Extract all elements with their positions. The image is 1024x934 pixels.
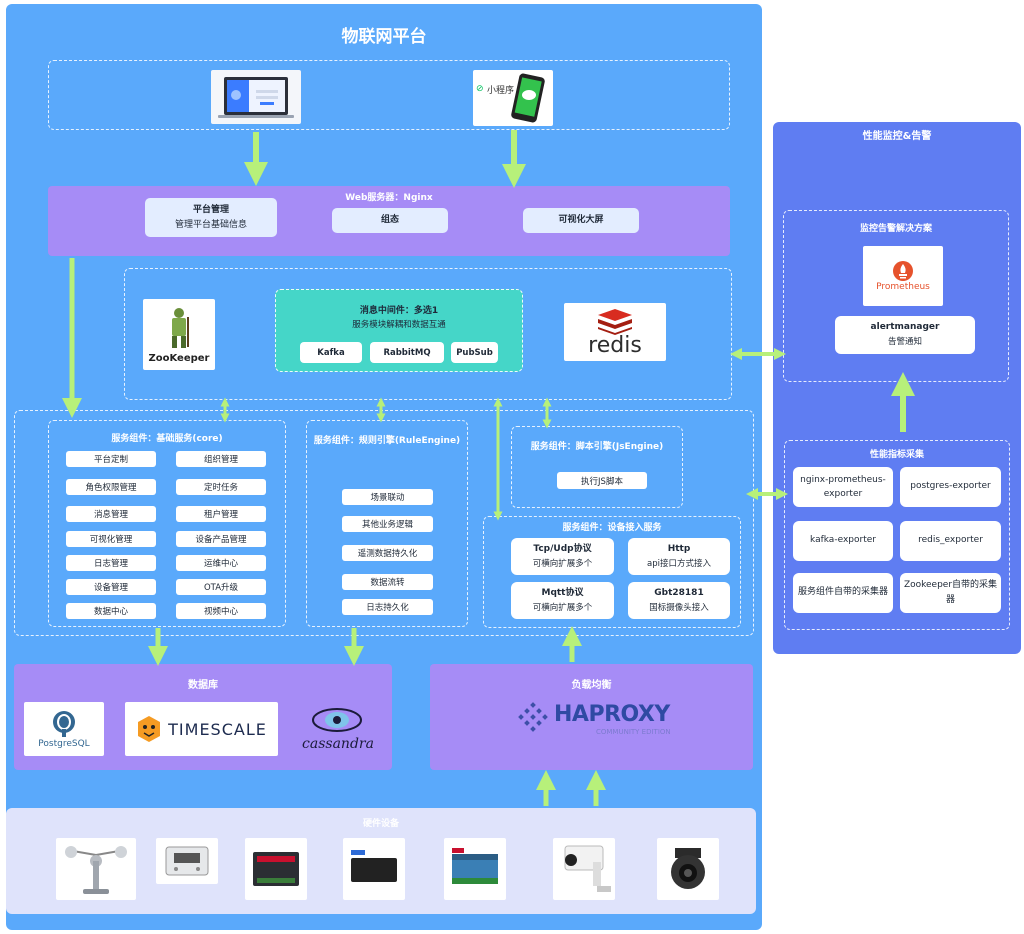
tcp-udp-sub: 可横向扩展多个 (532, 558, 593, 569)
core-item[interactable]: 日志管理 (66, 555, 156, 571)
metrics-title: 性能指标采集 (869, 450, 924, 460)
run-js-item[interactable]: 执行JS脚本 (557, 472, 647, 489)
core-item[interactable]: 消息管理 (66, 506, 156, 522)
redis-label: redis (588, 333, 642, 358)
core-item[interactable]: 运维中心 (176, 555, 266, 571)
metrics-box (784, 440, 1010, 630)
cassandra-label: cassandra (302, 736, 374, 752)
rule-item[interactable]: 日志持久化 (342, 599, 433, 615)
web-admin-screenshot (211, 70, 301, 124)
miniapp-label: 小程序 (487, 86, 515, 96)
script-title: 服务组件：脚本引擎(JsEngine) (530, 442, 664, 452)
core-item[interactable]: 视频中心 (176, 603, 266, 619)
core-service-box (48, 420, 286, 627)
exporter-card[interactable]: redis_exporter (900, 521, 1001, 561)
gbt28181-title: Gbt28181 (654, 587, 704, 598)
web-server-title: Web服务器：Nginx (345, 193, 433, 203)
cassandra-logo: cassandra (296, 700, 378, 760)
alertmanager-sub: 告警通知 (887, 337, 922, 348)
mqtt-card[interactable]: Mqtt协议 可横向扩展多个 (511, 582, 614, 619)
rule-item[interactable]: 数据流转 (342, 574, 433, 590)
miniapp-icon: ⊘ (476, 84, 484, 94)
core-item[interactable]: 角色权限管理 (66, 479, 156, 495)
core-item[interactable]: 设备管理 (66, 579, 156, 595)
tcp-udp-title: Tcp/Udp协议 (533, 543, 592, 554)
alertmanager-title: alertmanager (870, 322, 940, 333)
mqtt-sub: 可横向扩展多个 (532, 602, 593, 613)
database-title: 数据库 (188, 680, 218, 691)
clients-group (48, 60, 730, 130)
rabbitmq-option[interactable]: RabbitMQ (370, 342, 444, 363)
controller-box-image (343, 838, 405, 900)
http-card[interactable]: Http api接口方式接入 (628, 538, 730, 575)
exporter-card[interactable]: nginx-prometheus-exporter (793, 467, 893, 507)
miniapp-screenshot: ⊘ 小程序 (473, 70, 553, 126)
core-item[interactable]: 租户管理 (176, 506, 266, 522)
timescale-logo: TIMESCALE (125, 702, 278, 756)
platform-mgmt-title: 平台管理 (192, 205, 229, 216)
script-engine-box (511, 426, 683, 508)
gbt28181-card[interactable]: Gbt28181 国标摄像头接入 (628, 582, 730, 619)
zutai-box[interactable]: 组态 (332, 208, 448, 233)
solution-title: 监控告警解决方案 (859, 224, 932, 234)
hardware-title: 硬件设备 (362, 819, 399, 829)
kafka-option[interactable]: Kafka (300, 342, 362, 363)
postgresql-label: PostgreSQL (38, 739, 90, 749)
tcp-udp-card[interactable]: Tcp/Udp协议 可横向扩展多个 (511, 538, 614, 575)
core-title: 服务组件：基础服务(core) (111, 434, 223, 444)
prometheus-logo: Prometheus (863, 246, 943, 306)
middleware-group (124, 268, 732, 400)
core-item[interactable]: 定时任务 (176, 479, 266, 495)
zookeeper-logo: ZooKeeper (143, 299, 215, 370)
gateway-image (245, 838, 307, 900)
postgresql-logo: PostgreSQL (24, 702, 104, 756)
prometheus-label: Prometheus (876, 282, 930, 292)
http-sub: api接口方式接入 (647, 558, 711, 569)
haproxy-logo: HAPROXY COMMUNITY EDITION (516, 700, 676, 740)
exporter-card[interactable]: kafka-exporter (793, 521, 893, 561)
sensor-image (156, 838, 218, 884)
rule-item[interactable]: 场景联动 (342, 489, 433, 505)
platform-mgmt-sub: 管理平台基础信息 (174, 219, 247, 230)
haproxy-sub: COMMUNITY EDITION (596, 728, 671, 736)
anemometer-image (56, 838, 136, 900)
core-item[interactable]: 设备产品管理 (176, 531, 266, 547)
bigscreen-box[interactable]: 可视化大屏 (523, 208, 639, 233)
zookeeper-label: ZooKeeper (148, 353, 210, 364)
core-item[interactable]: 可视化管理 (66, 531, 156, 547)
pubsub-option[interactable]: PubSub (451, 342, 498, 363)
alertmanager-box[interactable]: alertmanager 告警通知 (835, 316, 975, 354)
timescale-label: TIMESCALE (168, 719, 267, 739)
device-access-box (483, 516, 741, 628)
core-item[interactable]: 组织管理 (176, 451, 266, 467)
core-item[interactable]: OTA升级 (176, 579, 266, 595)
middleware-title: 消息中间件：多选1 (359, 306, 439, 316)
bullet-camera-image (553, 838, 615, 900)
rule-item[interactable]: 遥测数据持久化 (342, 545, 433, 561)
rule-title: 服务组件：规则引擎(RuleEngine) (313, 436, 461, 446)
haproxy-label: HAPROXY (554, 702, 670, 727)
platform-mgmt-box[interactable]: 平台管理 管理平台基础信息 (145, 198, 277, 237)
http-title: Http (667, 543, 691, 554)
io-module-image (444, 838, 506, 900)
redis-logo: redis (564, 303, 666, 361)
core-item[interactable]: 数据中心 (66, 603, 156, 619)
dome-camera-image (657, 838, 719, 900)
access-title: 服务组件：设备接入服务 (562, 523, 662, 533)
mqtt-title: Mqtt协议 (541, 587, 584, 598)
gbt28181-sub: 国标摄像头接入 (649, 602, 709, 613)
load-balancer-bar (430, 664, 753, 770)
rule-engine-box (306, 420, 468, 627)
exporter-card[interactable]: postgres-exporter (900, 467, 1001, 507)
core-item[interactable]: 平台定制 (66, 451, 156, 467)
exporter-card[interactable]: 服务组件自带的采集器 (793, 573, 893, 613)
monitor-title: 性能监控&告警 (862, 131, 932, 142)
lb-title: 负载均衡 (571, 680, 612, 691)
rule-item[interactable]: 其他业务逻辑 (342, 516, 433, 532)
platform-title: 物联网平台 (341, 27, 427, 47)
iot-platform-panel (6, 4, 762, 930)
middleware-subtitle: 服务模块解耦和数据互通 (352, 320, 446, 330)
exporter-card[interactable]: Zookeeper自带的采集器 (900, 573, 1001, 613)
